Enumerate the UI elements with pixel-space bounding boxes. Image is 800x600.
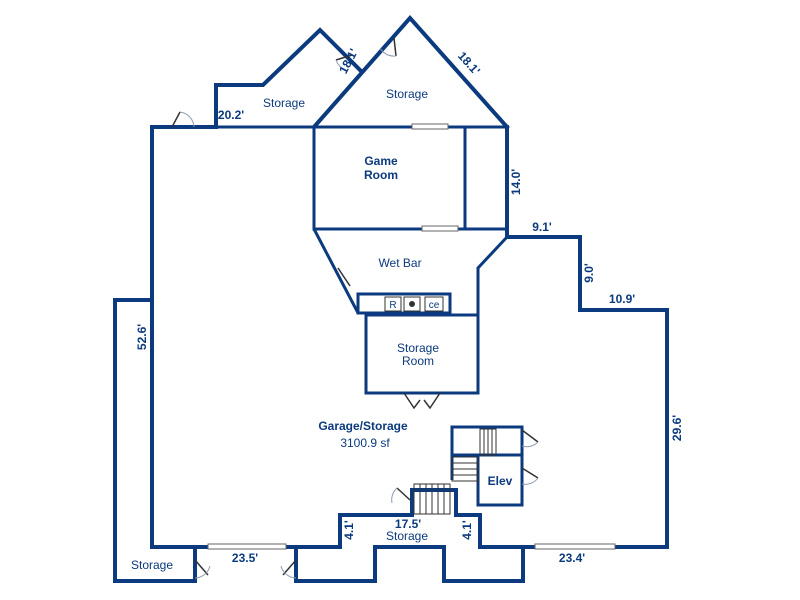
wet-bar-fixtures: R ce [384, 296, 444, 312]
dim-9-1: 9.1' [532, 220, 552, 234]
wet-bar-label: Wet Bar [378, 256, 421, 270]
storage-room-label-1: Storage [397, 341, 439, 355]
ice-maker-label: ce [429, 300, 440, 311]
garage-area-label: 3100.9 sf [340, 436, 390, 450]
storage-top-left-label: Storage [263, 96, 305, 110]
storage-room-label-2: Room [402, 354, 434, 368]
windows [207, 123, 616, 550]
dim-17-5: 17.5' [395, 517, 421, 531]
game-room-label-2: Room [364, 168, 398, 182]
dim-10-9: 10.9' [609, 292, 635, 306]
room-labels: Game Room Storage Storage Wet Bar Storag… [131, 87, 513, 572]
dim-23-4: 23.4' [559, 551, 585, 565]
garage-label: Garage/Storage [318, 419, 408, 433]
storage-top-right-label: Storage [386, 87, 428, 101]
dim-29-6: 29.6' [670, 415, 684, 441]
elevator-label: Elev [488, 474, 513, 488]
dim-14-0: 14.0' [509, 169, 523, 195]
doors [171, 37, 539, 579]
storage-bottom-label: Storage [386, 529, 428, 543]
dim-23-5: 23.5' [232, 551, 258, 565]
dim-9-0: 9.0' [582, 263, 596, 283]
storage-bottom-left-label: Storage [131, 558, 173, 572]
dim-20-2: 20.2' [218, 108, 244, 122]
dim-4-1-left: 4.1' [342, 520, 356, 540]
dim-4-1-right: 4.1' [460, 520, 474, 540]
stairs [413, 428, 497, 515]
game-room-label-1: Game [364, 154, 398, 168]
dim-52-6: 52.6' [135, 324, 149, 350]
refrigerator-label: R [389, 300, 396, 311]
